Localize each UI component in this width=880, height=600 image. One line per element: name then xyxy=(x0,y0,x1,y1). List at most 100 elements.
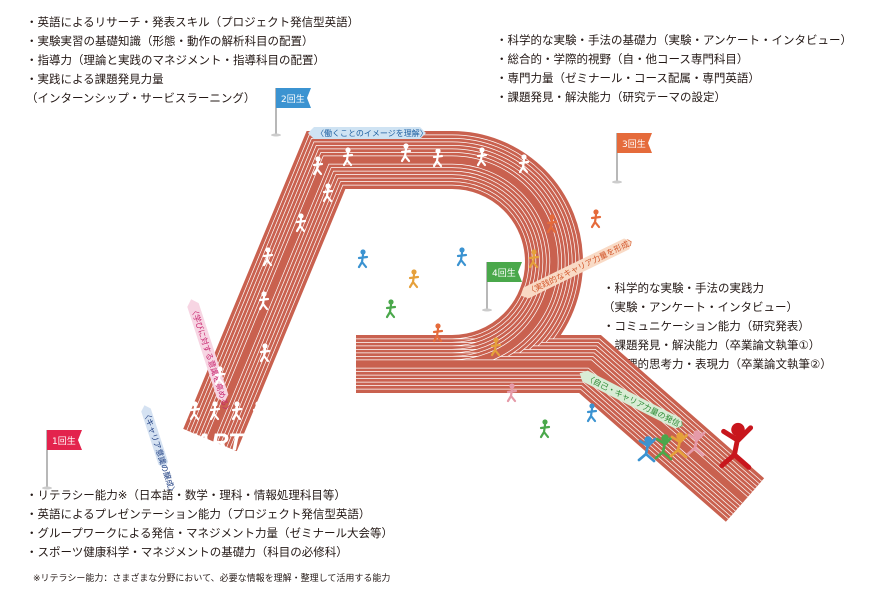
runner-body xyxy=(408,273,420,289)
runner-body xyxy=(560,173,572,189)
runner-head xyxy=(403,143,409,149)
list-item: ・課題発見・解決能力（研究テーマの設定） xyxy=(496,90,726,104)
runner-body xyxy=(432,327,444,343)
runner-head xyxy=(549,214,555,220)
list-item: ・英語によるプレゼンテーション能力（プロジェクト発信型英語） xyxy=(26,507,371,521)
runner-head xyxy=(459,247,465,253)
runner-body xyxy=(590,213,602,229)
arrow-tag-top: 〈働くことのイメージを理解〉 xyxy=(308,127,428,139)
flag-year2: 2回生 xyxy=(271,88,311,137)
list-item: ・科学的な実験・手法の基礎力（実験・アンケート・インタビュー） xyxy=(496,33,853,47)
list-item: ・総合的・学際的視野（自・他コース専門科目） xyxy=(496,52,749,66)
runner-body xyxy=(258,295,270,311)
runner-body xyxy=(231,405,243,421)
runner-head xyxy=(345,147,351,153)
finisher-body xyxy=(669,433,689,459)
flag-year4: 4回生 xyxy=(482,262,522,312)
flag-year3-label: 3回生 xyxy=(622,138,646,150)
runner-body xyxy=(528,253,540,269)
finisher-body xyxy=(637,437,657,463)
runner-head xyxy=(521,154,527,160)
runner-head xyxy=(589,403,595,409)
runner-body xyxy=(546,218,558,234)
runner-head xyxy=(265,247,271,253)
list-item: ・課題発見・解決能力（卒業論文執筆①） xyxy=(603,338,821,352)
runner-body xyxy=(385,303,397,319)
runner-body xyxy=(295,217,307,233)
runner-head xyxy=(234,401,240,407)
create-label-line2: the future xyxy=(574,468,662,489)
runner-head xyxy=(435,148,441,154)
runner-head xyxy=(388,299,394,305)
footnote: ※リテラシー能力：さまざまな分野において、必要な情報を理解・整理して活用する能力 xyxy=(33,574,391,584)
flag-year2-label: 2回生 xyxy=(281,93,305,105)
list-item: ・英語によるリサーチ・発表スキル（プロジェクト発信型英語） xyxy=(26,15,360,29)
runner-head xyxy=(315,156,321,162)
runner-head xyxy=(593,209,599,215)
list-item: （インターンシップ・サービスラーニング） xyxy=(26,91,256,105)
finisher-body xyxy=(719,425,754,470)
finisher-body xyxy=(654,435,674,461)
lane-fill xyxy=(356,360,748,503)
create-label-line1: Create xyxy=(566,446,625,467)
middle-right-skill-list: ・科学的な実験・手法の実践力 （実験・アンケート・インタビュー） ・コミュニケー… xyxy=(603,279,832,374)
finish-runners xyxy=(637,422,754,470)
runner-body xyxy=(357,253,369,269)
flag-year3: 3回生 xyxy=(612,133,652,184)
list-item: ・科学的な実験・手法の実践力 xyxy=(603,281,764,295)
runner-body xyxy=(518,158,530,174)
bottom-left-skill-list: ・リテラシー能力※（日本語・数学・理科・情報処理科目等） ・英語によるプレゼンテ… xyxy=(26,486,393,562)
runner-head xyxy=(493,337,499,343)
flag-year1-label: 1回生 xyxy=(52,435,76,447)
list-item: ・実験実習の基礎知識（形態・動作の解析科目の配置） xyxy=(26,34,314,48)
runner-head xyxy=(411,269,417,275)
runner-head xyxy=(212,401,218,407)
runner-head xyxy=(509,383,515,389)
runner-head xyxy=(563,169,569,175)
flag-year4-label: 4回生 xyxy=(492,267,516,279)
runner-body xyxy=(586,407,598,423)
runner-head xyxy=(298,213,304,219)
runner-body xyxy=(252,405,264,421)
flag-year1: 1回生 xyxy=(42,430,82,490)
list-item: ・グループワークによる発信・マネジメント力量（ゼミナール大会等） xyxy=(26,526,393,540)
runner-body xyxy=(214,370,226,386)
list-item: ・論理的思考力・表現力（卒業論文執筆②） xyxy=(603,357,832,371)
runner-head xyxy=(360,249,366,255)
runner-head xyxy=(531,249,537,255)
runner-body xyxy=(456,251,468,267)
list-item: ・リテラシー能力※（日本語・数学・理科・情報処理科目等） xyxy=(26,488,346,502)
runner-head xyxy=(255,401,261,407)
top-right-skill-list: ・科学的な実験・手法の基礎力（実験・アンケート・インタビュー） ・総合的・学際的… xyxy=(496,31,852,107)
list-item: ・スポーツ健康科学・マネジメントの基礎力（科目の必修科） xyxy=(26,545,348,559)
runner-body xyxy=(506,387,518,403)
runner-head xyxy=(542,419,548,425)
list-item: ・指導力（理論と実践のマネジメント・指導科目の配置） xyxy=(26,53,325,67)
finisher-head xyxy=(661,434,669,442)
runner-head xyxy=(261,291,267,297)
list-item: ・専門力量（ゼミナール・コース配属・専門英語） xyxy=(496,71,760,85)
start-label: START xyxy=(165,429,245,456)
svg-text:〈働くことのイメージを理解〉: 〈働くことのイメージを理解〉 xyxy=(316,128,428,138)
runner-head xyxy=(217,366,223,372)
runner-head xyxy=(435,323,441,329)
finisher-head xyxy=(676,432,684,440)
runner-body xyxy=(400,147,412,163)
runner-body xyxy=(490,341,502,357)
finisher-head xyxy=(731,422,745,437)
runner-body xyxy=(262,251,274,267)
runner-body xyxy=(342,151,354,167)
runner-body xyxy=(476,151,488,167)
runner-body xyxy=(432,152,444,168)
list-item: ・実践による課題発見力量 xyxy=(26,72,164,86)
list-item: ・コミュニケーション能力（研究発表） xyxy=(603,319,810,333)
runner-body xyxy=(312,160,324,176)
finisher-body xyxy=(686,431,706,457)
top-left-skill-list: ・英語によるリサーチ・発表スキル（プロジェクト発信型英語） ・実験実習の基礎知識… xyxy=(26,13,359,108)
finisher-head xyxy=(693,430,701,438)
track-lanes xyxy=(183,131,765,522)
lane-fill xyxy=(206,156,558,442)
runner-body xyxy=(539,423,551,439)
list-item: （実験・アンケート・インタビュー） xyxy=(603,300,799,314)
